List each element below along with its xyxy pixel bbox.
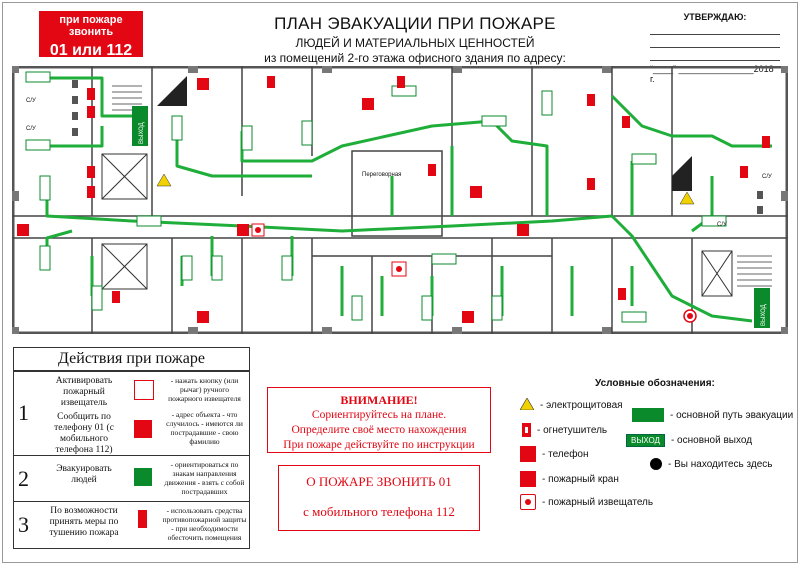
electrical-panel-icon [156,173,695,205]
evacuation-arrow-icon [632,408,664,422]
su-label: С/У [26,126,36,132]
exit-label: ВЫХОД [139,122,145,144]
step-action: По возможности принять меры по тушению п… [49,506,119,538]
fire-hydrant-icon [237,224,529,236]
attention-line: При пожаре действуйте по инструкции [283,439,475,451]
fire-alarm-icon [134,380,154,400]
action-step-2: 2 Эвакуировать людей - ориентироваться п… [14,455,249,502]
step-desc: - нажать кнопку (или рычаг) ручного пожа… [168,376,241,403]
room-meeting-label: Переговорная [362,172,401,178]
emergency-call-box: при пожаре звонить 01 или 112 [39,11,143,59]
fire-alarm-icon [251,223,407,277]
fire-alarm-icon [520,494,536,510]
approval-date: “____” _______________2018 г. [650,64,774,84]
legend-item: - основной путь эвакуации [632,408,793,422]
extinguisher-icon [138,510,147,528]
phone-icon [134,420,152,438]
extinguisher-icon [87,76,770,303]
electrical-panel-icon [519,397,535,413]
you-are-here-icon [650,458,662,470]
legend-label: - пожарный извещатель [542,496,654,508]
title-line3: из помещений 2-го этажа офисного здания … [264,51,566,65]
legend-label: - телефон [542,448,589,460]
action-step-3: 3 По возможности принять меры по тушению… [14,501,249,548]
step-desc: - адрес объекта - что случилось - имеютс… [166,410,243,446]
approval-line [650,24,780,35]
phone-icon [17,78,482,323]
approval-heading: УТВЕРЖДАЮ: [683,12,747,22]
main-exit-icon: ВЫХОД [626,434,665,447]
legend-item: - огнетушитель [522,423,607,437]
fire-actions-panel: Действия при пожаре 1 Активировать пожар… [13,347,250,549]
legend-item: ВЫХОД - основной выход [626,434,752,447]
main-exit-icon [132,106,770,328]
evacuation-arrows [25,71,727,323]
attention-box: ВНИМАНИЕ! Сориентируйтесь на плане. Опре… [267,387,491,453]
legend-item: - телефон [520,446,589,462]
approval-line [650,37,780,48]
step-number: 2 [18,466,29,491]
legend-item: - пожарный кран [520,471,619,487]
su-label: С/У [26,98,36,104]
step-number: 3 [18,512,29,537]
attention-line: Определите своё место нахождения [291,424,467,436]
attention-heading: ВНИМАНИЕ! [340,393,418,407]
action-step-1: 1 Активировать пожарный извещатель - наж… [14,371,249,456]
you-are-here-icon [683,309,697,323]
step-action: Сообщить по телефону 01 (с мобильного те… [54,412,114,455]
legend-label: - Вы находитесь здесь [668,458,773,470]
shaft-block [672,156,692,191]
evacuation-exit-icon [134,468,152,486]
su-label: С/У [762,174,772,180]
approval-block: УТВЕРЖДАЮ: “____” _______________2018 г. [650,12,780,84]
approval-line [650,50,780,61]
call-box-line2: 01 или 112 [49,42,133,59]
step-desc: - использовать средства противопожарной … [162,506,247,542]
legend-label: - основной выход [670,435,753,446]
call-box-line1: при пожаре звонить [59,14,123,38]
shaft-block [157,76,187,106]
legend-label: - огнетушитель [537,424,608,436]
floor-plan: Переговорная С/У С/У С/У С/У ВЫХОД ВЫХОД [12,66,788,334]
legend-label: - основной путь эвакуации [670,409,794,421]
extinguisher-icon [522,423,531,437]
call2-line1: О ПОЖАРЕ ЗВОНИТЬ 01 [306,474,452,489]
fire-hydrant-icon [520,471,536,487]
legend-item: - электрощитовая [519,397,623,413]
actions-heading: Действия при пожаре [14,348,249,371]
fire-call-box: О ПОЖАРЕ ЗВОНИТЬ 01 с мобильного телефон… [278,465,480,531]
legend-item: - Вы находитесь здесь [650,458,772,470]
title-line1: ПЛАН ЭВАКУАЦИИ ПРИ ПОЖАРЕ [274,14,556,33]
exit-label: ВЫХОД [761,304,767,326]
plan-title: ПЛАН ЭВАКУАЦИИ ПРИ ПОЖАРЕ ЛЮДЕЙ И МАТЕРИ… [220,14,610,65]
attention-line: Сориентируйтесь на плане. [311,409,447,421]
call2-line2: с мобильного телефона 112 [303,504,455,519]
step-action: Эвакуировать людей [56,464,112,485]
phone-icon [520,446,536,462]
elevator-shafts [101,153,733,297]
title-line2: ЛЮДЕЙ И МАТЕРИАЛЬНЫХ ЦЕННОСТЕЙ [295,36,535,50]
legend-label: - электрощитовая [540,400,623,411]
step-action: Активировать пожарный извещатель [55,376,113,408]
legend-item: - пожарный извещатель [520,494,653,510]
columns [12,66,788,334]
su-label: С/У [717,222,727,228]
step-desc: - ориентироваться по знакам направления … [164,460,245,496]
toilet-fixtures [72,80,763,214]
step-number: 1 [18,400,29,425]
legend-title: Условные обозначения: [595,378,715,389]
legend-label: - пожарный кран [542,473,619,485]
